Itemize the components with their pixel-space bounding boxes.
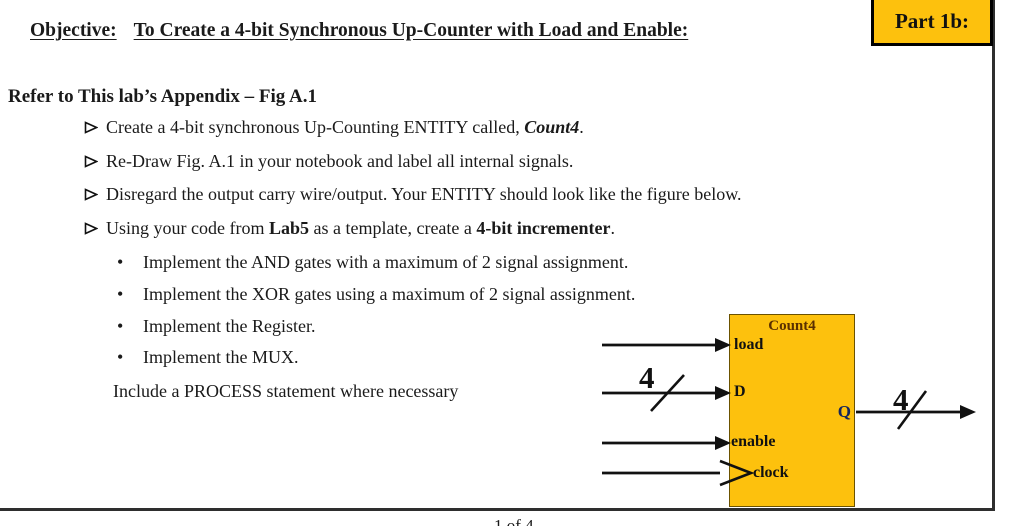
sub-bullet-item: • Implement the XOR gates using a maximum… [117, 279, 635, 311]
arrow-bullet-icon [84, 145, 106, 179]
page-right-border [992, 0, 995, 511]
bullet-text: Re-Draw Fig. A.1 in your notebook and la… [106, 150, 574, 171]
dot-bullet-icon: • [117, 315, 124, 336]
entity-box: Count4 load D enable clock Q [729, 314, 855, 507]
q-bus-wire [856, 390, 976, 430]
sub-bullet-text: Implement the MUX. [143, 347, 299, 368]
input-bus-width-label: 4 [639, 360, 655, 395]
dot-bullet-icon: • [117, 283, 124, 304]
bullet-item: Using your code from Lab5 as a template,… [84, 212, 742, 246]
refer-heading: Refer to This lab’s Appendix – Fig A.1 [8, 86, 317, 107]
port-label-enable: enable [731, 433, 776, 450]
bullet-item: Re-Draw Fig. A.1 in your notebook and la… [84, 145, 742, 179]
dot-bullet-icon: • [117, 347, 124, 368]
output-bus-width-label: 4 [893, 382, 909, 417]
enable-wire [602, 436, 731, 450]
footer-page-number: 1 of 4 [494, 516, 534, 526]
part-badge-label: Part 1b: [894, 8, 970, 33]
port-label-clock: clock [753, 464, 789, 481]
sub-bullet-item: • Implement the MUX. [117, 342, 635, 374]
page-bottom-border [0, 508, 995, 511]
entity-title: Count4 [768, 318, 816, 334]
sub-bullet-text: Implement the Register. [143, 315, 316, 336]
sub-bullet-item: • Implement the AND gates with a maximum … [117, 247, 635, 279]
sub-bullet-text: Implement the XOR gates using a maximum … [143, 283, 636, 304]
sub-bullet-text: Implement the AND gates with a maximum o… [143, 252, 629, 272]
port-label-load: load [734, 336, 764, 353]
port-label-d: D [734, 383, 746, 400]
arrow-bullet-icon [84, 111, 106, 145]
d-bus-wire [602, 374, 731, 412]
bullet-item: Create a 4-bit synchronous Up-Counting E… [84, 111, 742, 145]
sub-bullet-item: • Implement the Register. [117, 311, 635, 343]
objective-label: Objective: [30, 20, 117, 41]
sub-bullet-list: • Implement the AND gates with a maximum … [117, 247, 635, 374]
bullet-item: Disregard the output carry wire/output. … [84, 178, 742, 212]
bullet-list: Create a 4-bit synchronous Up-Counting E… [84, 111, 742, 245]
bullet-text: Using your code from Lab5 as a template,… [106, 217, 616, 238]
bus-slash-icon [650, 374, 685, 412]
process-note: Include a PROCESS statement where necess… [113, 381, 459, 401]
part-badge: Part 1b: [871, 0, 993, 46]
objective-heading: Objective: To Create a 4-bit Synchronous … [30, 20, 688, 42]
objective-title: To Create a 4-bit Synchronous Up-Counter… [133, 20, 689, 41]
dot-bullet-icon: • [117, 252, 124, 272]
port-label-q: Q [837, 402, 851, 421]
bullet-text: Disregard the output carry wire/output. … [106, 184, 742, 204]
arrow-bullet-icon [84, 212, 106, 246]
arrow-bullet-icon [84, 178, 106, 212]
bullet-text: Create a 4-bit synchronous Up-Counting E… [106, 117, 584, 137]
